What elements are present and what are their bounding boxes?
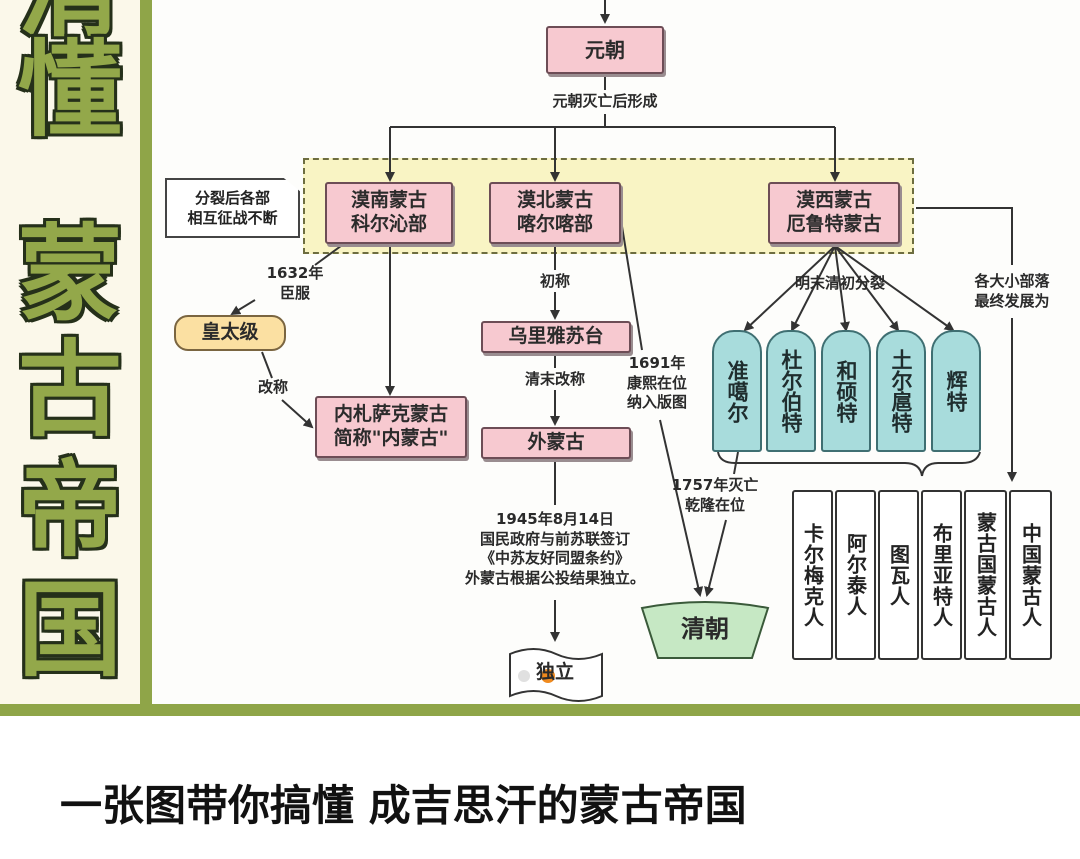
tribe-dorbet: 杜尔伯特: [766, 330, 816, 452]
label-1632-submit: 1632年 臣服: [266, 264, 324, 302]
label-1691-kangxi: 1691年 康熙在位 纳入版图: [626, 354, 687, 411]
side-title-char: 国: [17, 569, 122, 691]
side-title-char: 古: [17, 329, 122, 451]
people-mongolia-mongols: 蒙古国蒙古人: [964, 490, 1007, 660]
node-inner-mongolia: 内札萨克蒙古 简称"内蒙古": [315, 396, 467, 458]
label-1945-treaty: 1945年8月14日 国民政府与前苏联签订 《中苏友好同盟条约》 外蒙古根据公投…: [464, 510, 645, 587]
independence-flag-shape: [509, 648, 603, 702]
tribe-torghut: 土尔扈特: [876, 330, 926, 452]
node-moxi-mongolia: 漠西蒙古 厄鲁特蒙古: [768, 182, 900, 244]
people-altai: 阿尔泰人: [835, 490, 876, 660]
side-title-panel: 清 懂 蒙 古 帝 国: [0, 0, 140, 704]
node-uliastai: 乌里雅苏台: [481, 321, 631, 353]
side-title-char: 懂: [17, 29, 122, 151]
label-after-yuan: 元朝灭亡后形成: [552, 92, 658, 110]
label-1757-qianlong: 1757年灭亡 乾隆在位: [671, 476, 759, 514]
tribe-dzungar: 准噶尔: [712, 330, 762, 452]
connector-lines: [230, 0, 1017, 642]
label-late-qing-rename: 清末改称: [524, 370, 585, 388]
node-huangtaiji: 皇太级: [174, 315, 286, 351]
side-title-char: 帝: [17, 449, 122, 571]
side-title-char: 清: [10, 0, 130, 42]
note-infighting: 分裂后各部 相互征战不断: [165, 178, 300, 238]
people-china-mongols: 中国蒙古人: [1009, 490, 1052, 660]
node-outer-mongolia: 外蒙古: [481, 427, 631, 459]
node-qing-dynasty: 清朝: [681, 615, 729, 643]
people-kalmyk: 卡尔梅克人: [792, 490, 833, 660]
node-mobei-mongolia: 漠北蒙古 喀尔喀部: [489, 182, 621, 244]
qing-shape: [640, 601, 770, 659]
label-renamed: 改称: [257, 378, 288, 396]
tribe-khoit: 辉特: [931, 330, 981, 452]
side-title-char: 蒙: [17, 213, 122, 335]
label-ming-qing-split: 明末清初分裂: [794, 274, 885, 292]
label-tribes-developed: 各大小部落 最终发展为: [974, 272, 1050, 310]
tribe-khoshut: 和硕特: [821, 330, 871, 452]
people-buryat: 布里亚特人: [921, 490, 962, 660]
label-initially-called: 初称: [539, 272, 570, 290]
node-independence: 独立: [535, 661, 574, 683]
page-caption: 一张图带你搞懂 成吉思汗的蒙古帝国: [60, 781, 747, 830]
people-tuvan: 图瓦人: [878, 490, 919, 660]
node-yuan-dynasty: 元朝: [546, 26, 664, 74]
node-monan-mongolia: 漠南蒙古 科尔沁部: [325, 182, 453, 244]
